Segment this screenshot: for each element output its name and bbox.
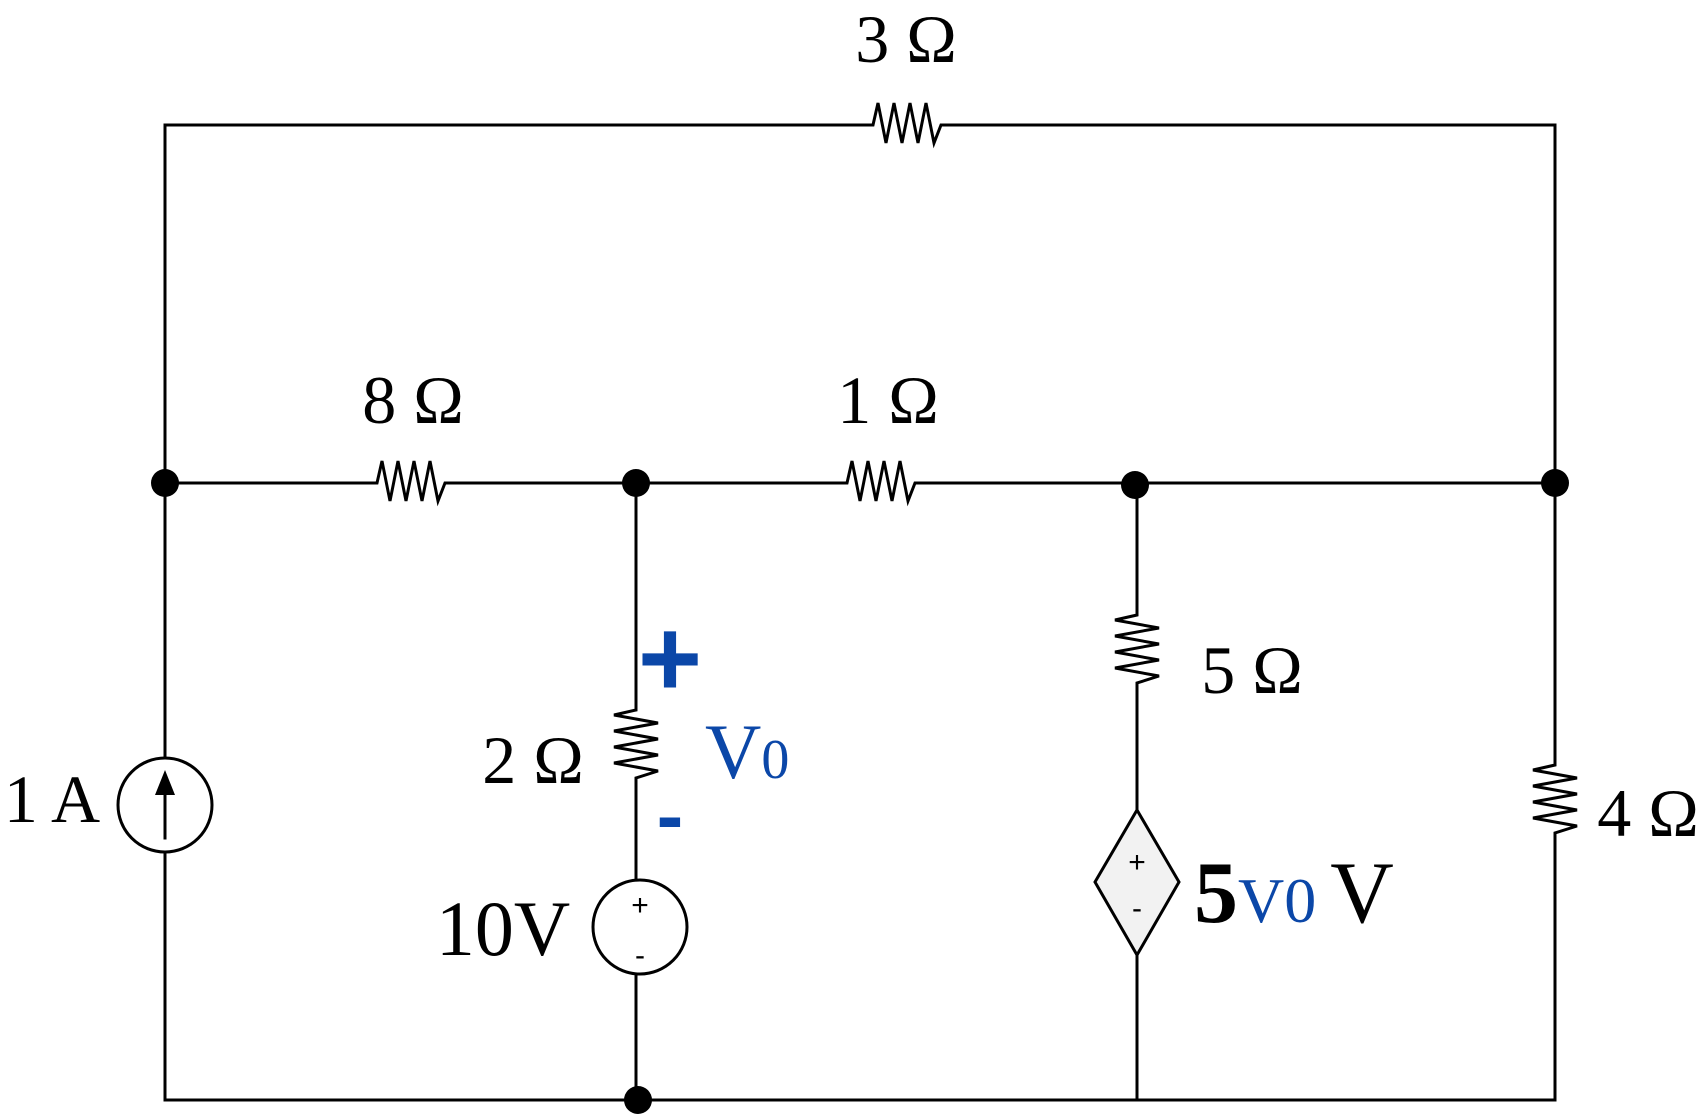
dep-unit: V <box>1330 845 1394 942</box>
resistor-4-ohm <box>1532 760 1578 840</box>
resistor-8-ohm <box>372 460 452 507</box>
resistor-3-ohm <box>868 102 948 149</box>
label-voltage-source: 10V <box>436 885 570 972</box>
resistor-5-ohm <box>1114 610 1160 690</box>
node-center-left <box>622 469 650 497</box>
label-r3: 3 Ω <box>855 1 957 77</box>
dependent-source-minus: - <box>1132 892 1142 925</box>
label-r5: 5 Ω <box>1201 632 1303 708</box>
dep-coef: 5 <box>1194 845 1238 942</box>
label-r1: 1 Ω <box>837 362 939 438</box>
dependent-source-plus: + <box>1128 846 1146 879</box>
wires <box>163 123 1557 1102</box>
label-r4: 4 Ω <box>1597 775 1699 851</box>
label-current-source: 1 A <box>4 761 100 837</box>
node-left <box>151 469 179 497</box>
vo-plus-sign: + <box>638 597 702 720</box>
vo-minus-sign: - <box>657 771 684 860</box>
resistor-2-ohm <box>613 705 659 785</box>
node-center-right <box>1121 471 1149 499</box>
node-bottom <box>624 1086 652 1114</box>
label-r8: 8 Ω <box>362 362 464 438</box>
dependent-voltage-source: + - <box>1093 807 1181 959</box>
resistor-1-ohm <box>842 460 922 507</box>
vo-letter: V <box>705 708 761 795</box>
label-r2: 2 Ω <box>482 722 584 798</box>
vo-label: V0 <box>705 708 789 795</box>
node-right <box>1541 469 1569 497</box>
arrow-up-icon <box>155 770 175 795</box>
voltage-source-minus: - <box>635 939 645 972</box>
current-source <box>116 756 214 854</box>
voltage-source-plus: + <box>631 889 649 922</box>
dep-var: V0 <box>1238 865 1316 936</box>
voltage-source: + - <box>591 878 689 976</box>
nodes <box>151 469 1569 1114</box>
vo-subscript: 0 <box>761 729 789 791</box>
